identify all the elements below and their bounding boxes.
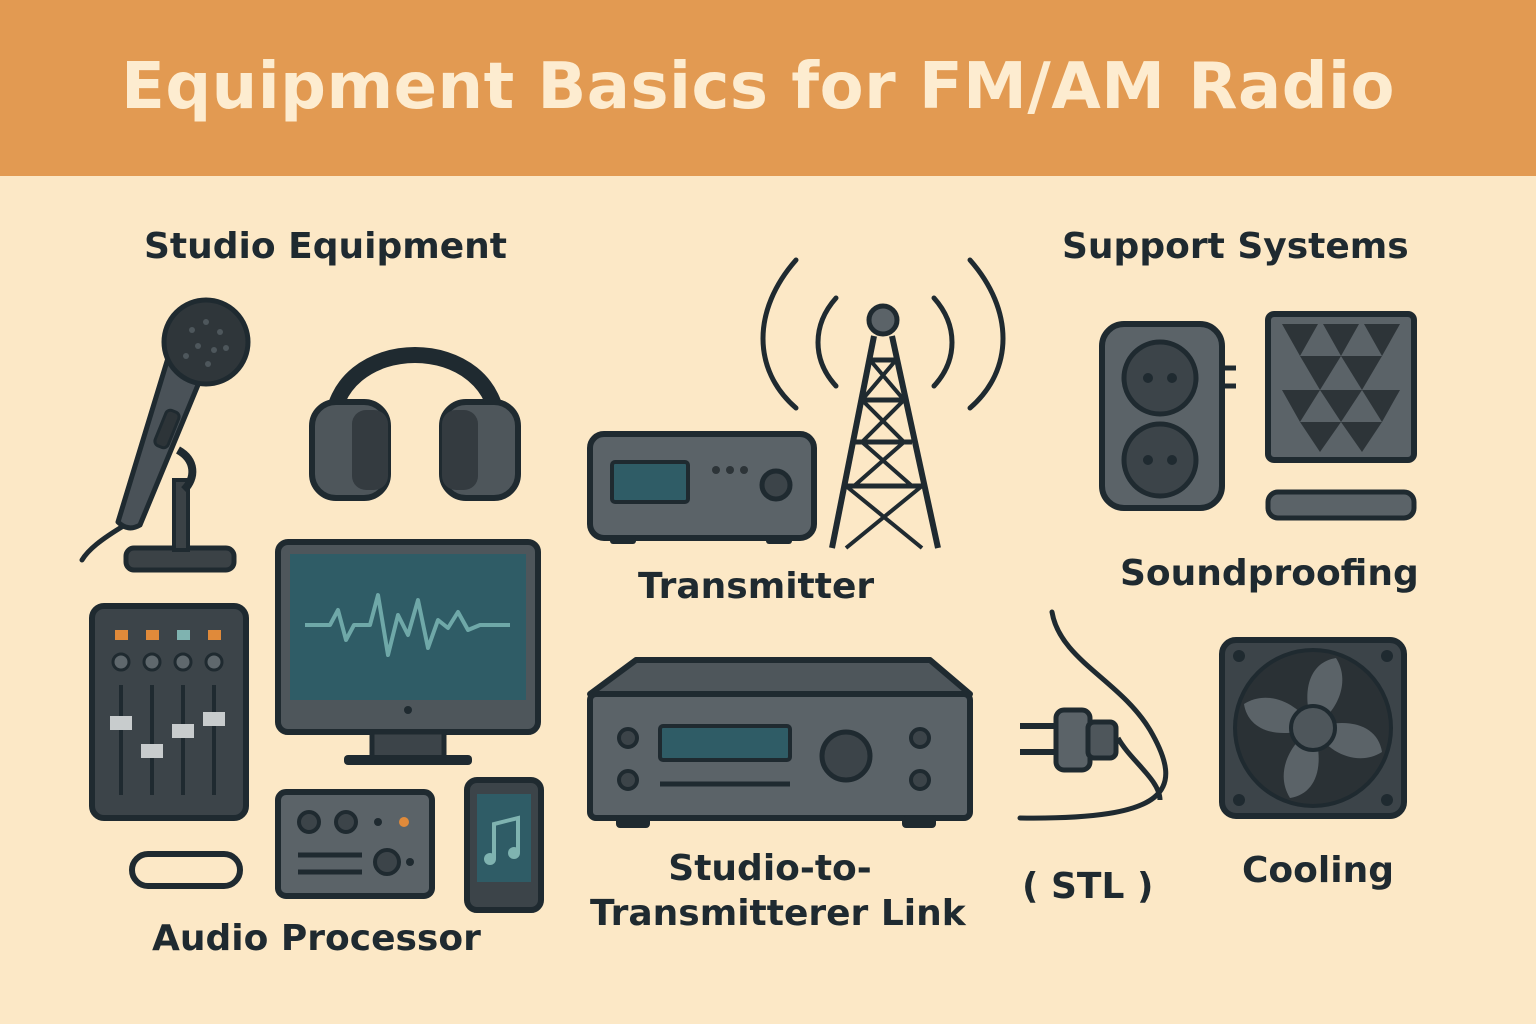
acoustic-panel-icon (1265, 311, 1417, 521)
label-stl-line2: Transmitterer Link (590, 893, 966, 934)
radio-tower-icon (760, 257, 1006, 550)
mixer-icon (89, 603, 249, 889)
label-soundproofing: Soundproofing (1120, 553, 1419, 594)
label-stl-line1: Studio-to- (668, 848, 872, 889)
page-title: Equipment Basics for FM/AM Radio (121, 50, 1395, 124)
smartphone-music-icon (464, 777, 544, 913)
section-studio-equipment: Studio Equipment (144, 226, 508, 267)
label-transmitter: Transmitter (638, 566, 875, 607)
transmitter-unit-icon (587, 431, 817, 544)
label-audio-processor: Audio Processor (152, 918, 481, 959)
power-plug-icon (1017, 609, 1169, 821)
microphone-icon (79, 297, 251, 573)
label-stl-abbr: ( STL ) (1022, 866, 1154, 907)
stl-receiver-icon (587, 657, 973, 828)
section-support-systems: Support Systems (1062, 226, 1409, 267)
audio-processor-icon (275, 789, 435, 899)
label-cooling: Cooling (1242, 850, 1394, 891)
monitor-icon (275, 539, 541, 765)
cooling-fan-icon (1219, 637, 1407, 819)
headphones-icon (309, 347, 521, 501)
power-outlet-icon (1099, 321, 1236, 511)
title-banner: Equipment Basics for FM/AM Radio (0, 0, 1536, 176)
